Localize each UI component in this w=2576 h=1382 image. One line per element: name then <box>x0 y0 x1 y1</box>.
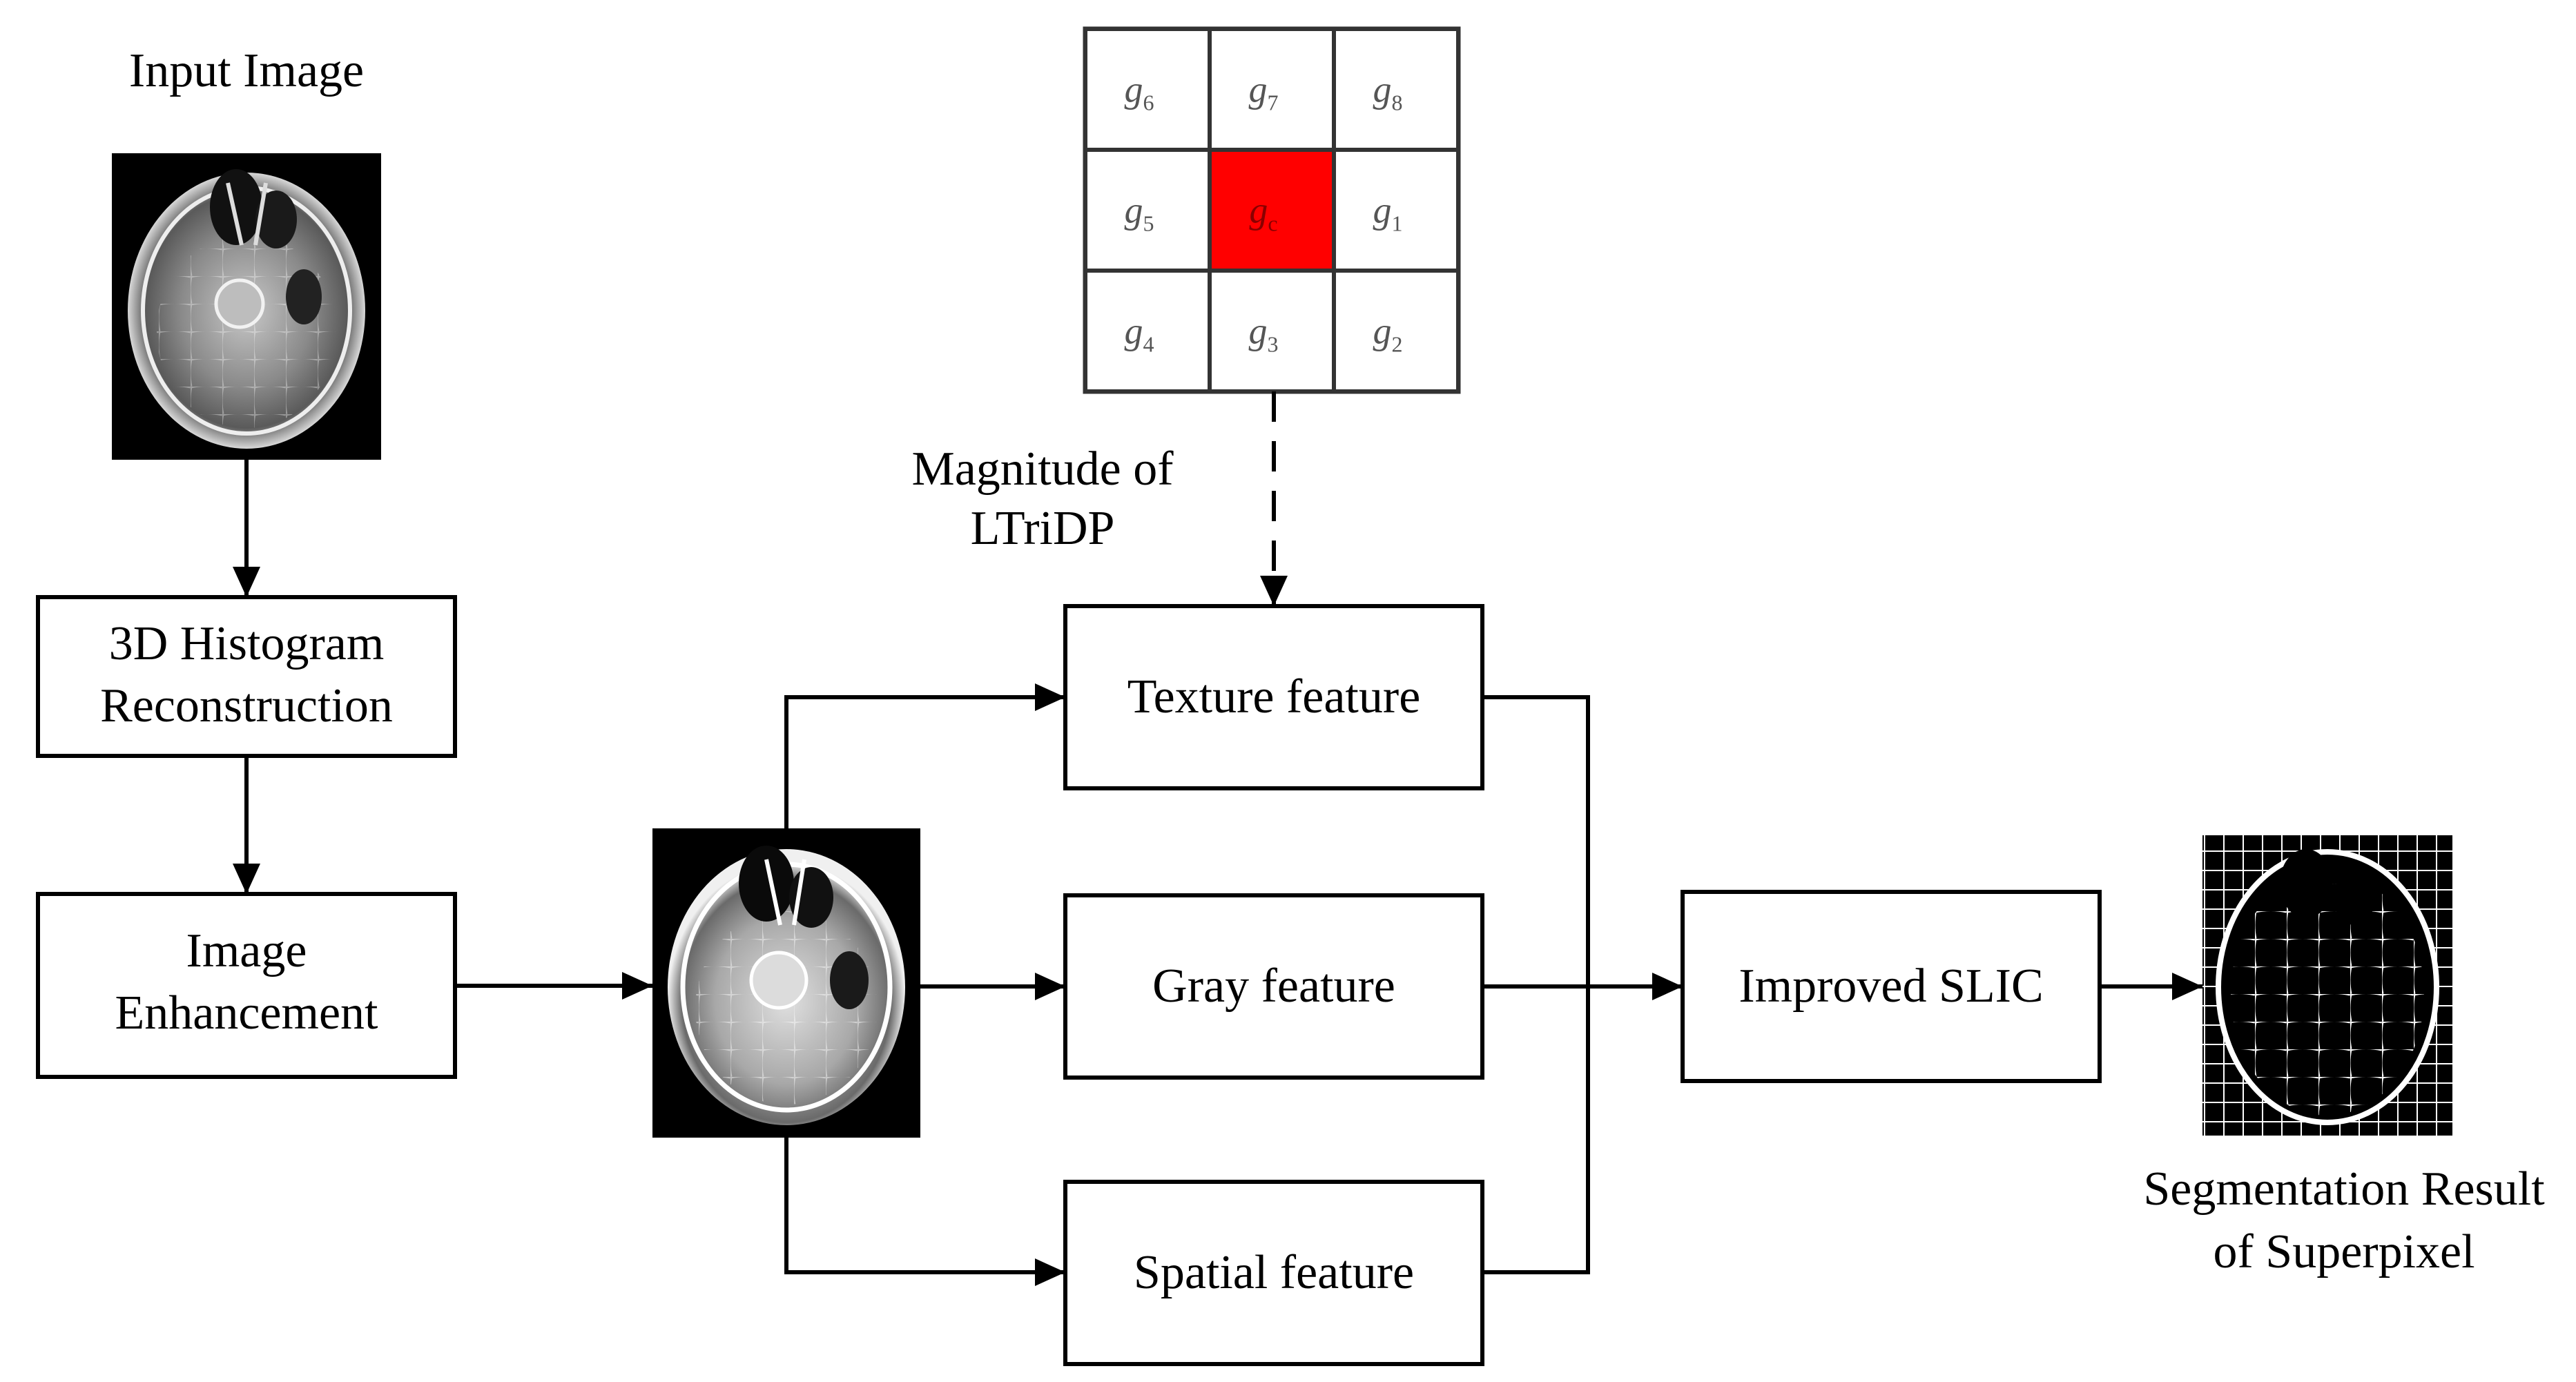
grid-cell-label-g8: g8 <box>1373 69 1403 115</box>
grid-cell-g8 <box>1332 27 1460 152</box>
histogram-reconstruction-box <box>36 595 457 758</box>
result-label-line1: Segmentation Result <box>2143 1162 2545 1216</box>
spatial-feature-box <box>1063 1180 1484 1366</box>
grid-cell-g4 <box>1083 269 1212 393</box>
grid-cell-label-g7: g7 <box>1249 69 1279 115</box>
grid-cell-label-gc: gc <box>1249 190 1277 236</box>
result-label-line2: of Superpixel <box>2213 1225 2475 1278</box>
grid-cell-base-g5: g <box>1125 190 1143 231</box>
histogram-box-line1: 3D Histogram <box>109 617 385 670</box>
enhancement-box-line2: Enhancement <box>115 986 378 1040</box>
grid-cell-base-g7: g <box>1249 69 1268 110</box>
input-image-label: Input Image <box>129 44 364 97</box>
connector-lines <box>233 391 2202 1286</box>
magnitude-label-line2: LTriDP <box>971 502 1115 555</box>
grid-cell-base-g1: g <box>1373 190 1392 231</box>
gray-feature-box <box>1063 893 1484 1080</box>
grid-cell-label-g2: g2 <box>1373 311 1403 357</box>
grid-cell-base-g3: g <box>1249 311 1268 352</box>
enhanced-mri-image <box>652 828 920 1138</box>
gray-feature-label: Gray feature <box>1152 960 1395 1013</box>
grid-cell-g7 <box>1208 27 1336 152</box>
grid-cell-base-gc: g <box>1249 190 1268 231</box>
enhancement-box-line1: Image <box>186 924 307 977</box>
grid-cell-sub-g2: 2 <box>1392 332 1403 357</box>
grid-cell-g6 <box>1083 27 1212 152</box>
grid-cell-base-g8: g <box>1373 69 1392 110</box>
grid-cell-base-g4: g <box>1125 311 1143 352</box>
grid-cell-label-g1: g1 <box>1373 190 1403 236</box>
grid-cell-base-g6: g <box>1125 69 1143 110</box>
grid-cell-g1 <box>1332 148 1460 273</box>
image-enhancement-box <box>36 892 457 1079</box>
grid-cell-gc <box>1208 148 1336 273</box>
grid-cell-label-g6: g6 <box>1125 69 1154 115</box>
texture-feature-label: Texture feature <box>1127 670 1421 723</box>
grid-cell-sub-g5: 5 <box>1143 211 1154 236</box>
grid-cell-g2 <box>1332 269 1460 393</box>
texture-feature-box <box>1063 604 1484 790</box>
input-mri-image <box>112 153 381 460</box>
grid-cell-sub-g7: 7 <box>1268 90 1279 115</box>
grid-cell-label-g3: g3 <box>1249 311 1279 357</box>
grid-cell-sub-g6: 6 <box>1143 90 1154 115</box>
grid-cell-sub-g4: 4 <box>1143 332 1154 357</box>
grid-cell-label-g4: g4 <box>1125 311 1154 357</box>
grid-cell-label-g5: g5 <box>1125 190 1154 236</box>
grid-cell-sub-gc: c <box>1268 211 1277 236</box>
spatial-feature-label: Spatial feature <box>1134 1246 1414 1299</box>
improved-slic-label: Improved SLIC <box>1739 960 2043 1013</box>
histogram-box-line2: Reconstruction <box>100 679 393 732</box>
grid-cell-base-g2: g <box>1373 311 1392 352</box>
superpixel-result-image <box>2202 835 2452 1136</box>
grid-cell-sub-g1: 1 <box>1392 211 1403 236</box>
grid-cell-g5 <box>1083 148 1212 273</box>
grid-cell-g3 <box>1208 269 1336 393</box>
grid-cell-sub-g3: 3 <box>1268 332 1279 357</box>
grid-cell-sub-g8: 8 <box>1392 90 1403 115</box>
magnitude-label-line1: Magnitude of <box>911 442 1174 496</box>
